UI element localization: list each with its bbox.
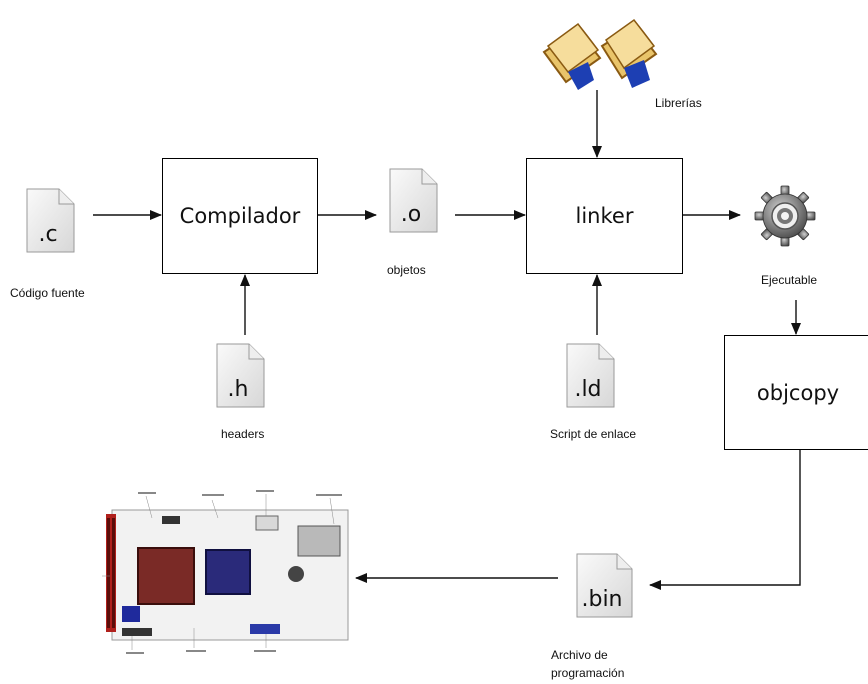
executable-caption: Ejecutable bbox=[761, 273, 818, 287]
ld-file-ext: .ld bbox=[574, 377, 602, 402]
bin-file-icon: .bin bbox=[575, 553, 635, 619]
c-file-icon: .c bbox=[25, 188, 77, 254]
h-file-caption: headers bbox=[221, 427, 265, 441]
libraries-caption: Librerías bbox=[655, 96, 702, 110]
bin-file-caption-line2: programación bbox=[551, 666, 625, 680]
o-file-caption: objetos bbox=[387, 263, 426, 277]
bin-file-ext: .bin bbox=[581, 587, 623, 612]
h-file-ext: .h bbox=[227, 377, 249, 402]
gear-icon bbox=[752, 184, 818, 248]
c-file-ext: .c bbox=[38, 222, 58, 247]
bin-file-caption-line1: Archivo de bbox=[551, 648, 608, 662]
books-icon bbox=[538, 6, 668, 94]
objcopy-box: objcopy bbox=[724, 335, 868, 450]
linker-label: linker bbox=[575, 204, 634, 228]
ld-file-caption: Script de enlace bbox=[550, 427, 637, 441]
linker-box: linker bbox=[526, 158, 683, 274]
ld-file-icon: .ld bbox=[565, 343, 617, 409]
compiler-box: Compilador bbox=[162, 158, 318, 274]
dev-board-photo bbox=[102, 488, 354, 666]
o-file-ext: .o bbox=[400, 202, 422, 227]
c-file-caption: Código fuente bbox=[10, 286, 85, 300]
objcopy-label: objcopy bbox=[756, 380, 840, 405]
o-file-icon: .o bbox=[388, 168, 440, 234]
h-file-icon: .h bbox=[215, 343, 267, 409]
arrow-objcopy-to-bin bbox=[649, 450, 801, 590]
compiler-label: Compilador bbox=[179, 204, 301, 228]
